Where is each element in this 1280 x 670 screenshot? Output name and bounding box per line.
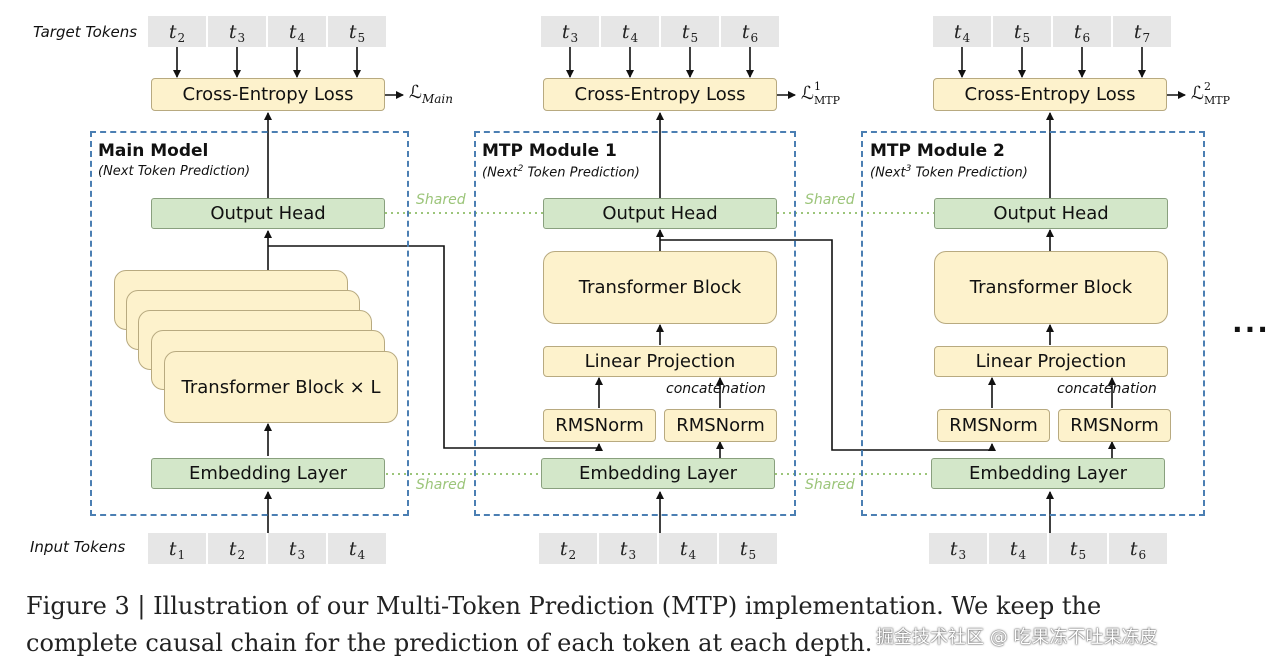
mtp-module-1-title: MTP Module 1: [482, 141, 617, 161]
rmsnorm-box: RMSNorm: [664, 409, 777, 442]
input-token: t4: [989, 533, 1047, 564]
target-token: t6: [1053, 16, 1111, 47]
input-token: t3: [268, 533, 326, 564]
transformer-block-x-l-box: Transformer Block × L: [164, 351, 398, 423]
loss-main-symbol: ℒMain: [409, 82, 453, 106]
target-token: t3: [541, 16, 599, 47]
input-token: t2: [539, 533, 597, 564]
cross-entropy-loss-box: Cross-Entropy Loss: [933, 78, 1167, 111]
input-token: t4: [328, 533, 386, 564]
shared-label: Shared: [805, 477, 855, 493]
target-token: t5: [993, 16, 1051, 47]
input-token: t6: [1109, 533, 1167, 564]
watermark: 掘金技术社区 @ 吃果冻不吐果冻皮: [876, 627, 1158, 648]
linear-projection-box: Linear Projection: [543, 346, 777, 377]
figure-caption-line-1: Figure 3 | Illustration of our Multi-Tok…: [26, 592, 1102, 620]
input-token: t4: [659, 533, 717, 564]
input-token: t5: [719, 533, 777, 564]
input-token: t2: [208, 533, 266, 564]
concatenation-label: concatenation: [666, 381, 766, 397]
cross-entropy-loss-box: Cross-Entropy Loss: [543, 78, 777, 111]
mtp-module-1-subtitle: (Next2 Token Prediction): [482, 164, 640, 181]
output-head-box: Output Head: [151, 198, 385, 229]
target-token: t5: [661, 16, 719, 47]
embedding-layer-box: Embedding Layer: [931, 458, 1165, 489]
target-token: t7: [1113, 16, 1171, 47]
rmsnorm-box: RMSNorm: [937, 409, 1050, 442]
shared-label: Shared: [416, 192, 466, 208]
continuation-ellipsis: ...: [1232, 306, 1270, 339]
input-token: t5: [1049, 533, 1107, 564]
cross-entropy-loss-box: Cross-Entropy Loss: [151, 78, 385, 111]
main-model-subtitle: (Next Token Prediction): [98, 164, 251, 179]
transformer-block-box: Transformer Block: [934, 251, 1168, 324]
linear-projection-box: Linear Projection: [934, 346, 1168, 377]
mtp-module-2-title: MTP Module 2: [870, 141, 1005, 161]
loss-mtp1-symbol: ℒ1MTP: [801, 80, 840, 107]
shared-label: Shared: [416, 477, 466, 493]
concatenation-label: concatenation: [1057, 381, 1157, 397]
target-token: t4: [601, 16, 659, 47]
input-token: t1: [148, 533, 206, 564]
target-token: t4: [268, 16, 326, 47]
figure-caption-line-2: complete causal chain for the prediction…: [26, 629, 873, 657]
loss-mtp2-symbol: ℒ2MTP: [1191, 80, 1230, 107]
input-tokens-label: Input Tokens: [30, 538, 126, 556]
embedding-layer-box: Embedding Layer: [151, 458, 385, 489]
target-token: t4: [933, 16, 991, 47]
main-model-container: [90, 131, 409, 516]
target-tokens-label: Target Tokens: [33, 23, 138, 41]
transformer-block-box: Transformer Block: [543, 251, 777, 324]
target-token: t5: [328, 16, 386, 47]
mtp-module-2-container: [861, 131, 1205, 516]
output-head-box: Output Head: [934, 198, 1168, 229]
main-model-title: Main Model: [98, 141, 209, 161]
rmsnorm-box: RMSNorm: [1058, 409, 1171, 442]
mtp-module-2-subtitle: (Next3 Token Prediction): [870, 164, 1028, 181]
target-token: t6: [721, 16, 779, 47]
embedding-layer-box: Embedding Layer: [541, 458, 775, 489]
target-token: t3: [208, 16, 266, 47]
mtp-module-1-container: [474, 131, 796, 516]
input-token: t3: [599, 533, 657, 564]
input-token: t3: [929, 533, 987, 564]
output-head-box: Output Head: [543, 198, 777, 229]
target-token: t2: [148, 16, 206, 47]
shared-label: Shared: [805, 192, 855, 208]
rmsnorm-box: RMSNorm: [543, 409, 656, 442]
